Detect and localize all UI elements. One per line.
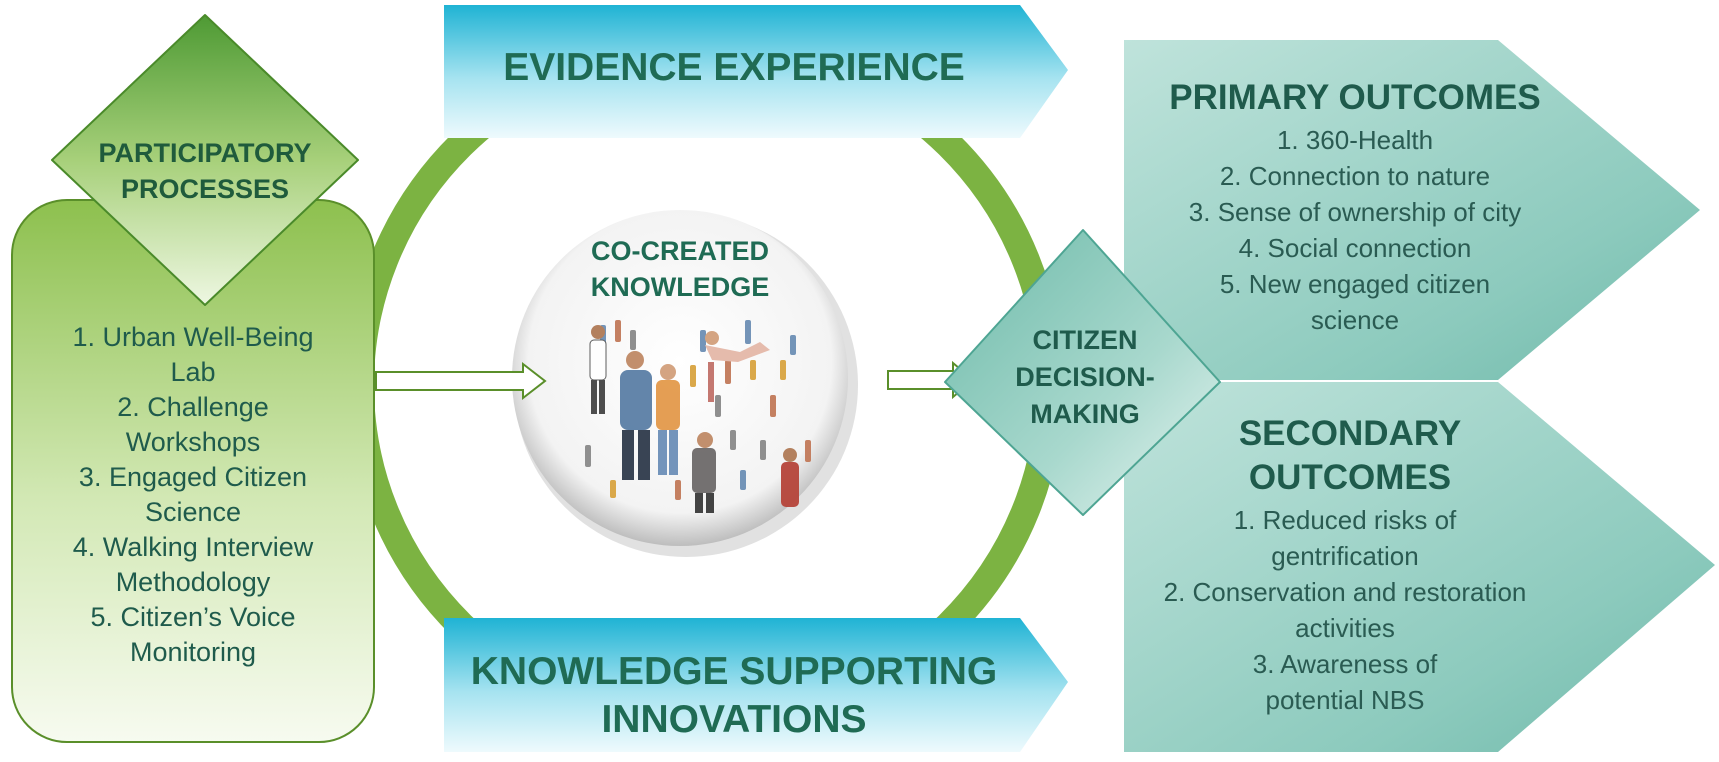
evidence-experience-label: EVIDENCE EXPERIENCE (503, 46, 965, 89)
participatory-title-line-1: PARTICIPATORY (98, 138, 312, 168)
list-item: 3. Sense of ownership of city (1188, 197, 1522, 227)
list-item: 5. Citizen’s Voice (90, 602, 296, 632)
decision-line-3: MAKING (1030, 399, 1140, 429)
list-item: Monitoring (129, 637, 257, 667)
knowledge-line-2: INNOVATIONS (601, 698, 867, 741)
list-item: 2. Conservation and restoration (1163, 577, 1527, 607)
primary-outcomes-shape (1124, 40, 1700, 380)
decision-line-1: CITIZEN (1032, 325, 1138, 355)
list-item: Science (144, 497, 242, 527)
list-item: 1. Urban Well-Being (72, 322, 314, 352)
figure-red-dress (781, 448, 799, 507)
secondary-title-line-1: SECONDARY (1238, 414, 1462, 453)
list-item: 2. Connection to nature (1219, 161, 1491, 191)
knowledge-arrow (444, 618, 1068, 752)
co-created-knowledge-label: CO-CREATED KNOWLEDGE (580, 233, 780, 305)
list-item: Lab (170, 357, 216, 387)
decision-line-2: DECISION- (1015, 362, 1155, 392)
list-item: 1. 360-Health (1276, 125, 1434, 155)
figure-woman (656, 364, 680, 475)
figure-man-jacket (620, 351, 652, 480)
list-item: 4. Social connection (1238, 233, 1472, 263)
list-item: 5. New engaged citizen (1219, 269, 1491, 299)
list-item: activities (1295, 613, 1395, 643)
arrow-into-center (375, 361, 547, 401)
participatory-title: PARTICIPATORY PROCESSES (55, 135, 355, 207)
list-item: 2. Challenge (117, 392, 269, 422)
list-item: 3. Engaged Citizen (78, 462, 308, 492)
list-item: Methodology (115, 567, 271, 597)
evidence-arrow (444, 5, 1068, 138)
list-item: 1. Reduced risks of (1233, 505, 1457, 535)
primary-outcomes-list: 1. 360-Health 2. Connection to nature 3.… (1120, 122, 1590, 338)
knowledge-innovations-label: KNOWLEDGE SUPPORTING INNOVATIONS (444, 648, 1024, 744)
decision-making-label: CITIZEN DECISION- MAKING (985, 322, 1185, 433)
figure-dancer (705, 331, 770, 402)
secondary-outcomes-shape (1124, 382, 1715, 752)
crowd-illustration (585, 320, 811, 513)
decision-diamond (944, 229, 1221, 516)
list-item: science (1310, 305, 1400, 335)
secondary-outcomes-title: SECONDARY OUTCOMES (1130, 412, 1570, 500)
list-item: gentrification (1271, 541, 1419, 571)
secondary-outcomes-list: 1. Reduced risks of gentrification 2. Co… (1120, 502, 1570, 718)
figure-man-left (589, 325, 607, 414)
co-created-line-2: KNOWLEDGE (590, 272, 770, 302)
knowledge-line-1: KNOWLEDGE SUPPORTING (470, 650, 998, 693)
participatory-list: 1. Urban Well-Being Lab 2. Challenge Wor… (22, 320, 364, 670)
participatory-title-line-2: PROCESSES (120, 174, 290, 204)
figure-elder (692, 432, 716, 513)
co-created-line-1: CO-CREATED (591, 236, 769, 266)
list-item: potential NBS (1265, 685, 1425, 715)
primary-outcomes-title: PRIMARY OUTCOMES (1169, 78, 1541, 117)
secondary-title-line-2: OUTCOMES (1248, 458, 1452, 497)
participatory-diamond (51, 14, 359, 306)
list-item: Workshops (125, 427, 261, 457)
list-item: 4. Walking Interview (72, 532, 314, 562)
center-disc (512, 210, 848, 546)
list-item: 3. Awareness of (1252, 649, 1438, 679)
